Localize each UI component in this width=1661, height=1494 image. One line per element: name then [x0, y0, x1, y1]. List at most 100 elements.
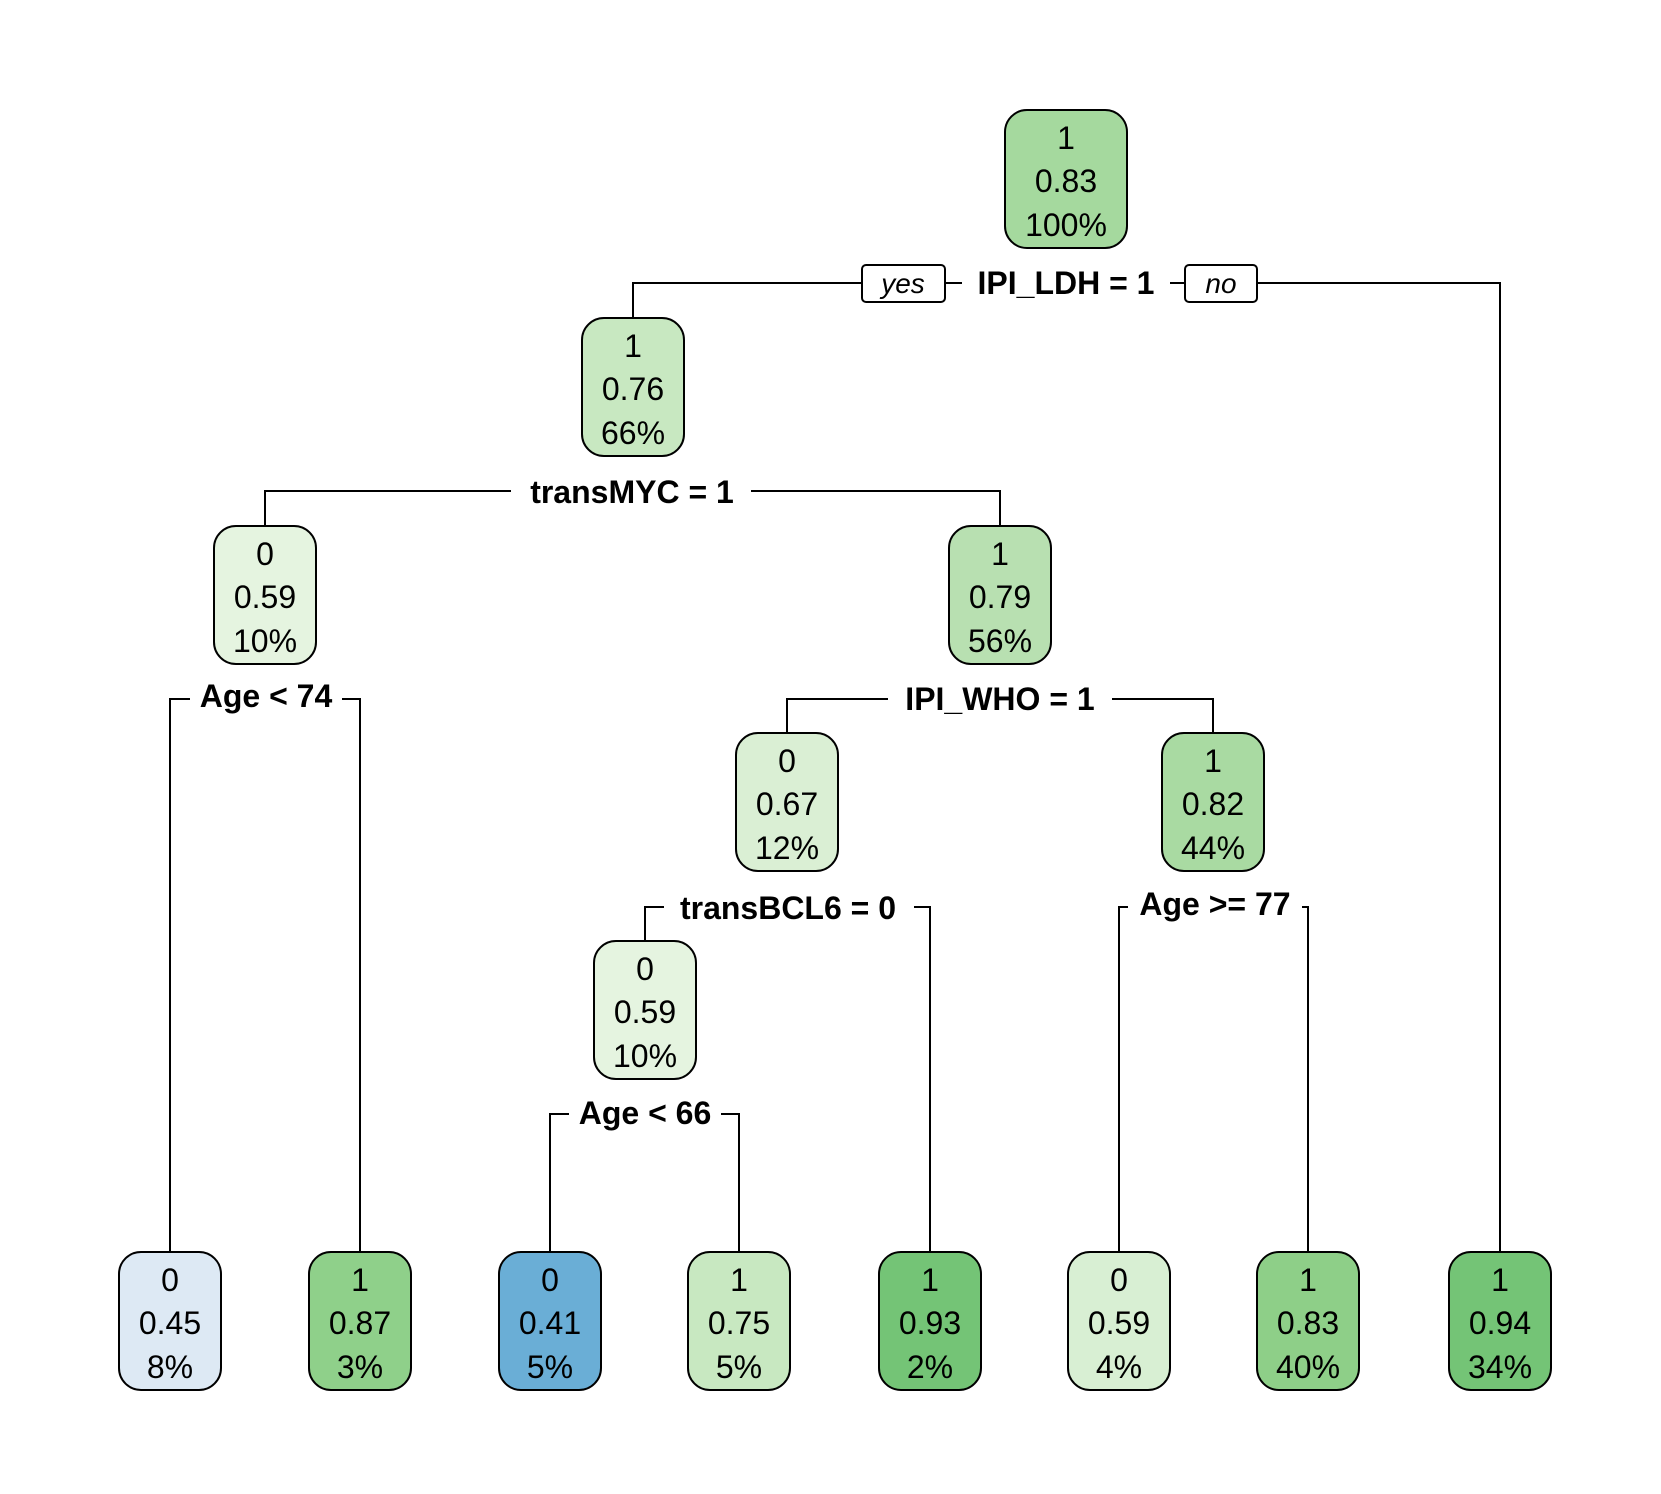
node-box	[581, 317, 685, 457]
tree-node-n9: 1 0.87 3%	[308, 1251, 412, 1391]
edge-age66-left	[549, 1113, 569, 1252]
node-percent: 44%	[1181, 830, 1245, 866]
edge-age77-right	[1302, 906, 1309, 1252]
node-probability: 0.59	[234, 579, 296, 615]
node-class: 1	[921, 1262, 939, 1298]
tree-node-n40: 0 0.41 5%	[498, 1251, 602, 1391]
node-probability: 0.83	[1035, 163, 1097, 199]
edge-age74-left	[169, 698, 190, 1252]
split-label-ipi-ldh: IPI_LDH = 1	[978, 265, 1155, 301]
node-percent: 5%	[527, 1349, 573, 1385]
tree-node-n10: 0 0.67 12%	[735, 732, 839, 872]
node-class: 1	[730, 1262, 748, 1298]
tree-node-n4: 0 0.59 10%	[213, 525, 317, 665]
edge-root-left	[632, 282, 862, 318]
split-label-ipi-who: IPI_WHO = 1	[905, 681, 1094, 717]
edge-ipiwho-right	[1112, 698, 1214, 733]
node-box	[308, 1251, 412, 1391]
node-percent: 10%	[233, 623, 297, 659]
node-probability: 0.59	[1088, 1305, 1150, 1341]
node-percent: 3%	[337, 1349, 383, 1385]
node-class: 0	[778, 743, 796, 779]
node-box	[1448, 1251, 1552, 1391]
yes-label-text: yes	[879, 268, 925, 299]
tree-node-n3: 1 0.94 34%	[1448, 1251, 1552, 1391]
edge-ipiwho-left	[786, 698, 888, 733]
edge-age74-right	[342, 698, 361, 1252]
node-box	[118, 1251, 222, 1391]
no-label-text: no	[1205, 268, 1236, 299]
node-probability: 0.82	[1182, 786, 1244, 822]
node-probability: 0.83	[1277, 1305, 1339, 1341]
node-probability: 0.67	[756, 786, 818, 822]
tree-edges	[169, 282, 1501, 1252]
tree-node-n23: 1 0.83 40%	[1256, 1251, 1360, 1391]
node-probability: 0.59	[614, 994, 676, 1030]
node-box	[687, 1251, 791, 1391]
tree-node-n41: 1 0.75 5%	[687, 1251, 791, 1391]
split-label-transbcl6: transBCL6 = 0	[680, 890, 896, 926]
node-class: 1	[1299, 1262, 1317, 1298]
node-class: 1	[1491, 1262, 1509, 1298]
node-class: 1	[991, 536, 1009, 572]
node-probability: 0.76	[602, 371, 664, 407]
node-percent: 40%	[1276, 1349, 1340, 1385]
node-percent: 4%	[1096, 1349, 1142, 1385]
tree-nodes: 10.83100%10.7666%00.5910%10.7956%00.6712…	[118, 109, 1552, 1391]
edge-age66-right	[721, 1113, 740, 1252]
node-box	[1004, 109, 1128, 249]
node-percent: 56%	[968, 623, 1032, 659]
edge-transmyc-right	[751, 490, 1001, 526]
tree-node-n22: 0 0.59 4%	[1067, 1251, 1171, 1391]
node-class: 0	[256, 536, 274, 572]
node-box	[1067, 1251, 1171, 1391]
tree-node-n5: 1 0.79 56%	[948, 525, 1052, 665]
node-class: 1	[1204, 743, 1222, 779]
tree-node-n21: 1 0.93 2%	[878, 1251, 982, 1391]
node-probability: 0.41	[519, 1305, 581, 1341]
node-box	[948, 525, 1052, 665]
split-label-age-74: Age < 74	[200, 678, 333, 714]
node-box	[213, 525, 317, 665]
tree-node-n8: 0 0.45 8%	[118, 1251, 222, 1391]
split-labels: IPI_LDH = 1 transMYC = 1 Age < 74 IPI_WH…	[200, 265, 1291, 1131]
node-class: 0	[636, 951, 654, 987]
node-percent: 34%	[1468, 1349, 1532, 1385]
node-box	[498, 1251, 602, 1391]
no-label: no	[1184, 264, 1258, 303]
edge-transmyc-left	[264, 490, 511, 526]
node-box	[1161, 732, 1265, 872]
node-percent: 5%	[716, 1349, 762, 1385]
yes-label: yes	[861, 264, 946, 303]
node-box	[735, 732, 839, 872]
node-class: 1	[624, 328, 642, 364]
node-class: 1	[1057, 120, 1075, 156]
node-probability: 0.93	[899, 1305, 961, 1341]
tree-node-n2: 1 0.76 66%	[581, 317, 685, 457]
edge-transbcl6-right	[914, 906, 931, 1252]
node-percent: 100%	[1025, 207, 1107, 243]
node-percent: 66%	[601, 415, 665, 451]
node-probability: 0.87	[329, 1305, 391, 1341]
edge-age77-left	[1118, 906, 1128, 1252]
node-percent: 2%	[907, 1349, 953, 1385]
split-label-age-66: Age < 66	[579, 1095, 712, 1131]
node-class: 0	[1110, 1262, 1128, 1298]
node-box	[593, 940, 697, 1080]
tree-node-n11: 1 0.82 44%	[1161, 732, 1265, 872]
node-probability: 0.75	[708, 1305, 770, 1341]
node-percent: 10%	[613, 1038, 677, 1074]
node-percent: 12%	[755, 830, 819, 866]
node-class: 0	[541, 1262, 559, 1298]
node-probability: 0.79	[969, 579, 1031, 615]
edge-transbcl6-left	[644, 906, 664, 941]
node-percent: 8%	[147, 1349, 193, 1385]
node-class: 0	[161, 1262, 179, 1298]
node-probability: 0.94	[1469, 1305, 1531, 1341]
node-probability: 0.45	[139, 1305, 201, 1341]
node-box	[878, 1251, 982, 1391]
node-class: 1	[351, 1262, 369, 1298]
split-label-age-77: Age >= 77	[1139, 886, 1290, 922]
split-label-transmyc: transMYC = 1	[530, 474, 734, 510]
